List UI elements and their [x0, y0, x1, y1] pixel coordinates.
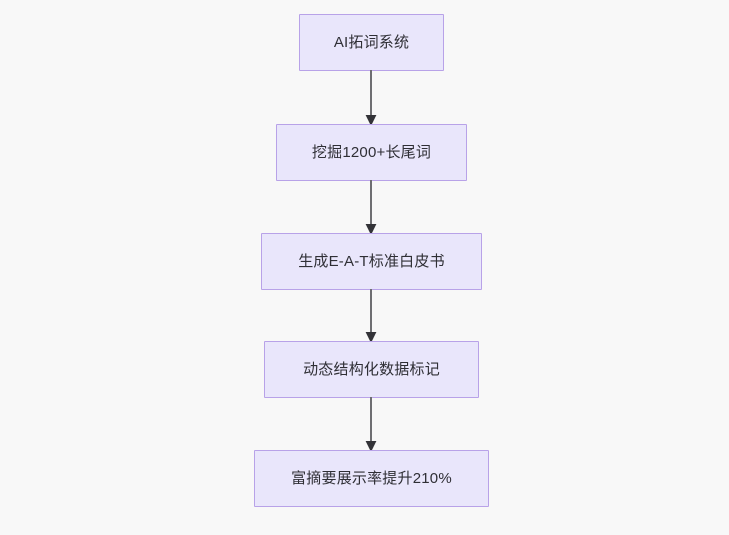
arrow-down-icon [365, 180, 377, 235]
flow-node-ai-keyword-system[interactable]: AI拓词系统 [299, 14, 444, 71]
flow-node-label: 动态结构化数据标记 [303, 360, 440, 378]
flow-edge-n4-to-n5 [357, 397, 385, 452]
flow-node-generate-eat-whitepaper[interactable]: 生成E-A-T标准白皮书 [261, 233, 482, 290]
arrow-down-icon [365, 397, 377, 452]
flow-node-dynamic-structured-data-markup[interactable]: 动态结构化数据标记 [264, 341, 479, 398]
flow-edge-n2-to-n3 [357, 180, 385, 235]
arrow-down-icon [365, 289, 377, 343]
flow-node-label: AI拓词系统 [333, 33, 410, 51]
flow-node-label: 挖掘1200+长尾词 [311, 143, 432, 161]
flow-node-mine-longtail-keywords[interactable]: 挖掘1200+长尾词 [276, 124, 467, 181]
arrow-down-icon [365, 70, 377, 126]
flow-edge-n1-to-n2 [357, 70, 385, 126]
flow-node-rich-snippet-impression-uplift[interactable]: 富摘要展示率提升210% [254, 450, 489, 507]
flow-node-label: 富摘要展示率提升210% [291, 469, 452, 487]
flow-edge-n3-to-n4 [357, 289, 385, 343]
flow-node-label: 生成E-A-T标准白皮书 [298, 252, 445, 270]
